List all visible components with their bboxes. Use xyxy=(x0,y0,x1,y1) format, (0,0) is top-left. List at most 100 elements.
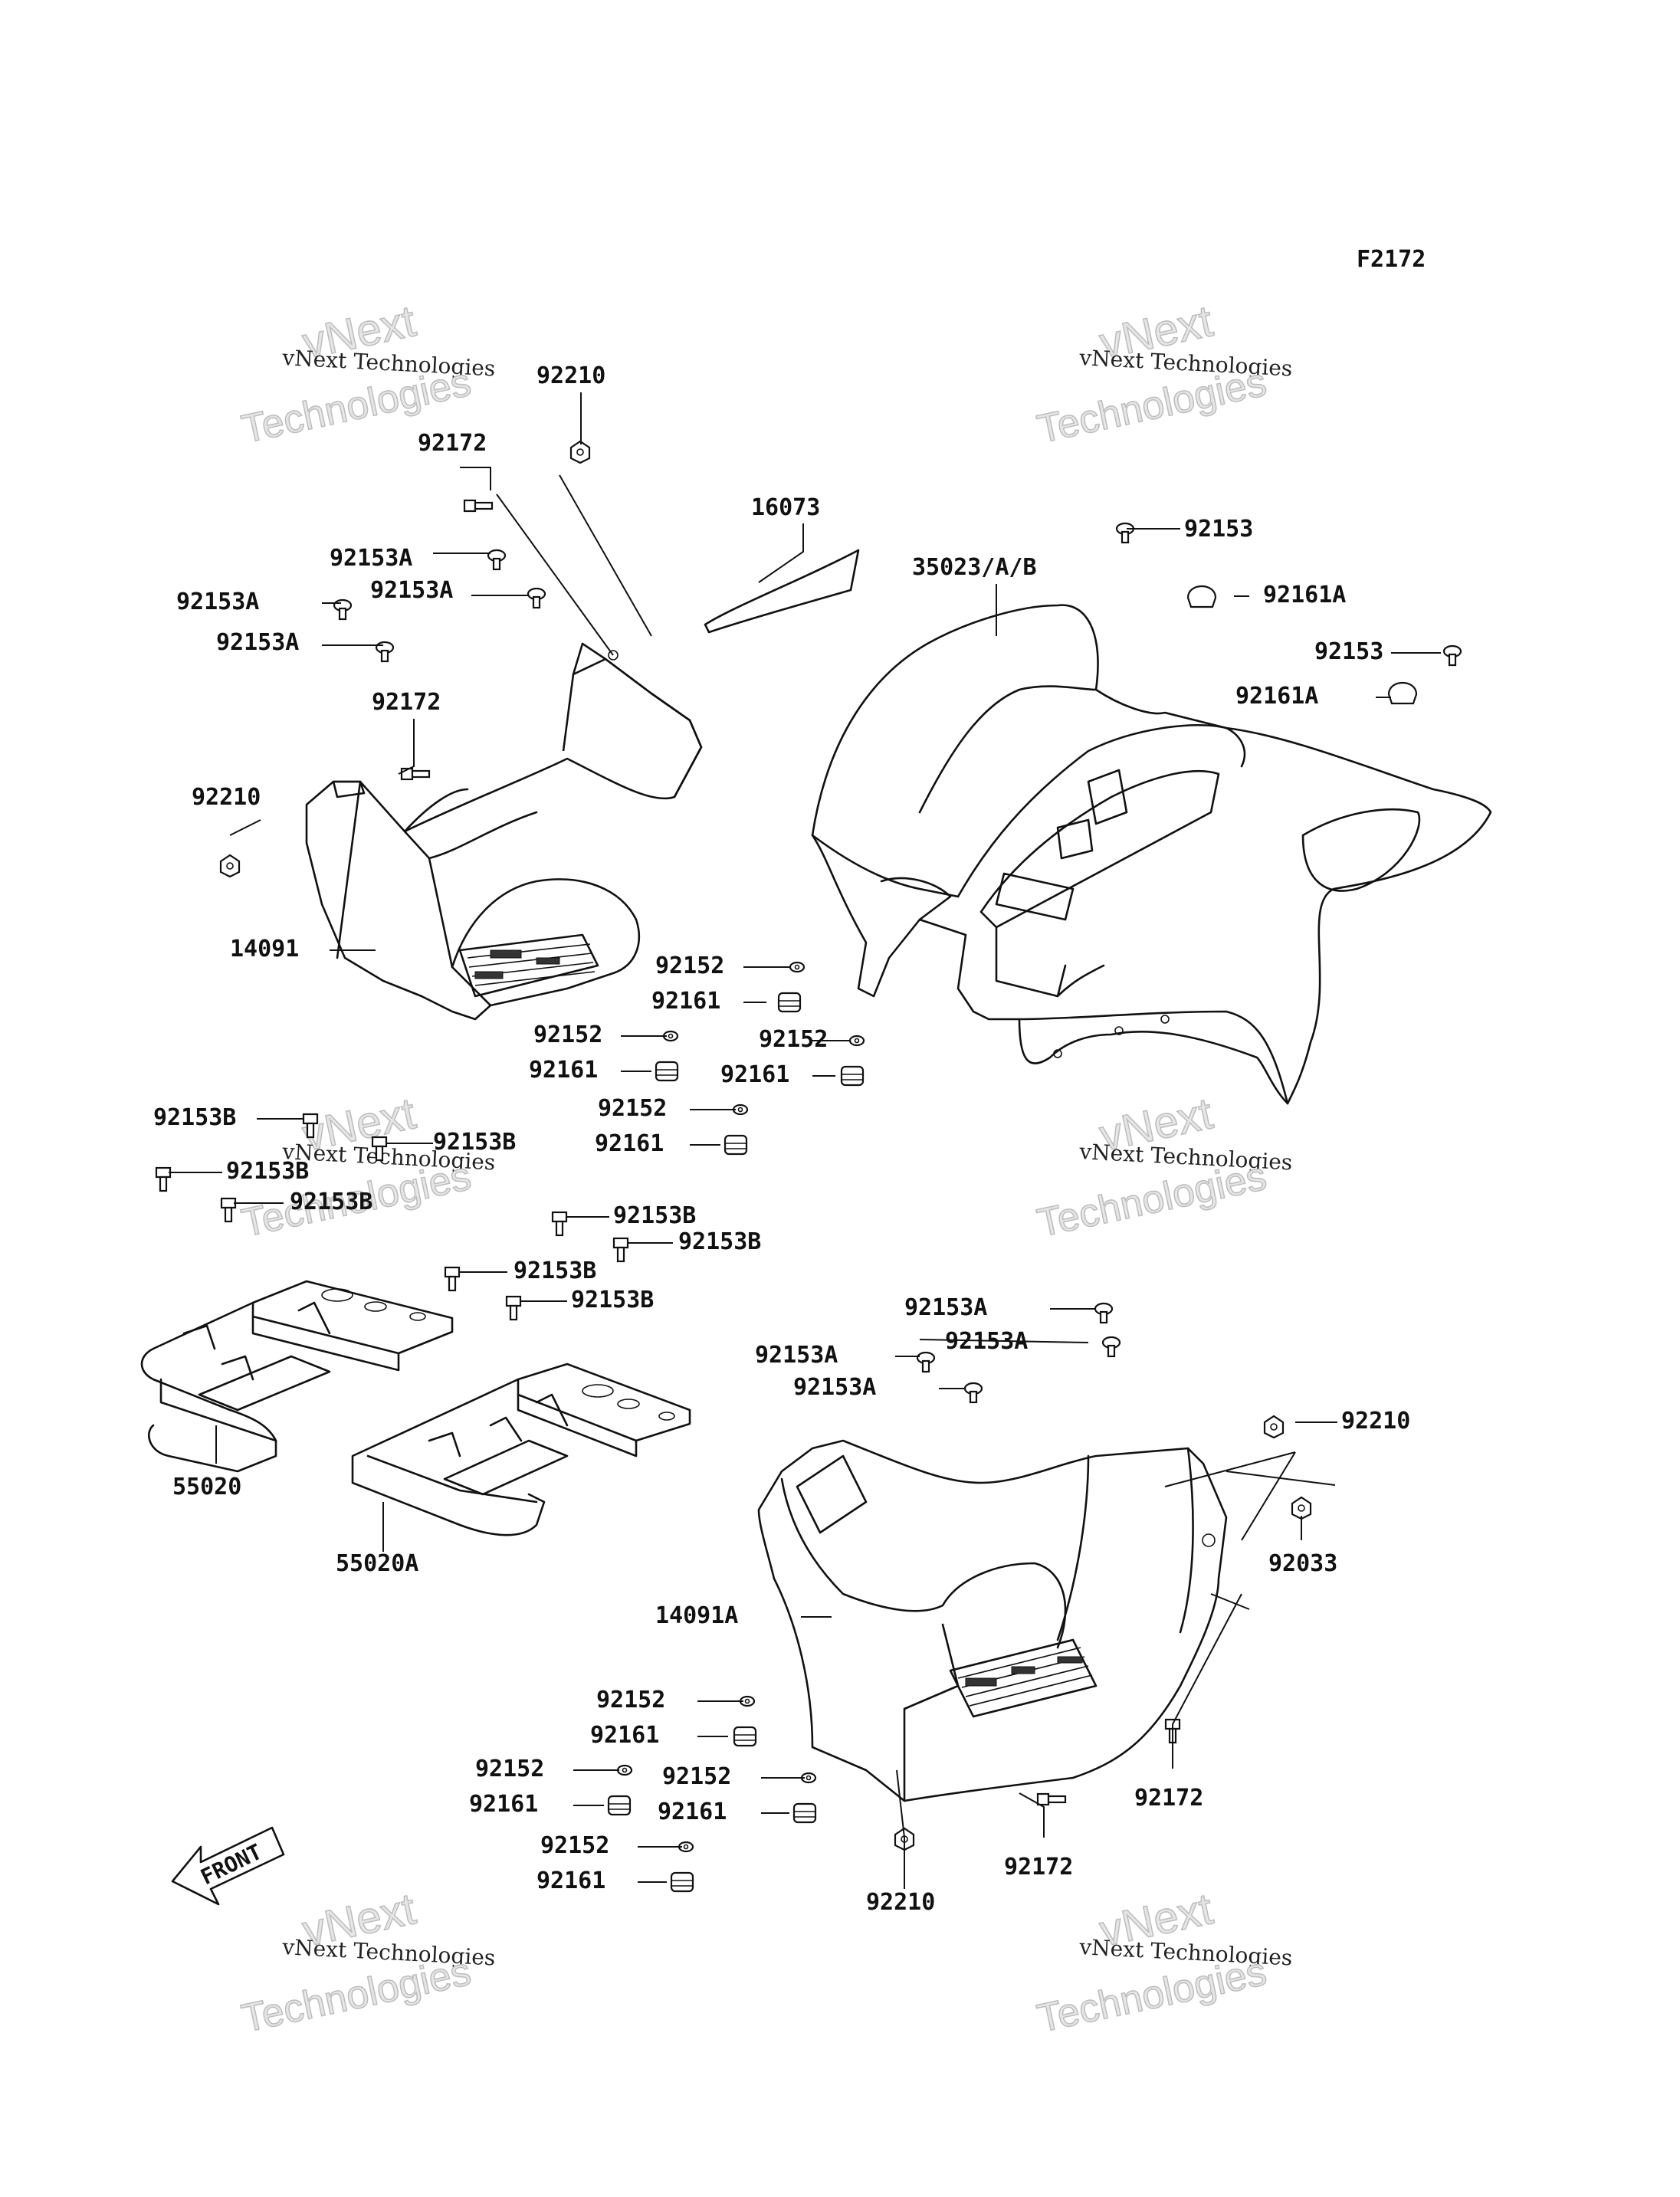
callout-label: 92161 xyxy=(651,988,720,1015)
clip-nut-icon xyxy=(1291,1496,1312,1520)
callout-label: 92172 xyxy=(1134,1785,1203,1812)
watermark: vNext vNext Technologies Technologies xyxy=(238,1884,496,2042)
collar-icon xyxy=(683,1844,689,1850)
grommet-icon xyxy=(607,1795,632,1816)
collar-icon xyxy=(744,1698,750,1704)
callout-label: 92152 xyxy=(533,1021,602,1048)
grommet-icon xyxy=(724,1134,748,1156)
callout-label: 92153A xyxy=(370,577,453,604)
callout-label: 92153B xyxy=(153,1104,236,1131)
callout-label: 92172 xyxy=(418,430,487,457)
right-front-fender-drawing xyxy=(757,1439,1228,1802)
screw-icon xyxy=(921,1359,930,1373)
bolt-icon xyxy=(474,501,494,510)
cap-icon xyxy=(1387,682,1418,705)
callout-label: 92210 xyxy=(192,784,261,811)
leader-lines xyxy=(169,392,1441,1889)
callout-label: 55020 xyxy=(172,1474,241,1500)
grommet-icon xyxy=(733,1726,757,1747)
callout-label: 55020A xyxy=(336,1550,418,1577)
callout-label: 92152 xyxy=(475,1756,544,1782)
callout-label: 92033 xyxy=(1268,1550,1337,1577)
callout-label: 92152 xyxy=(596,1687,665,1713)
bracket-55020-drawing xyxy=(140,1280,454,1473)
callout-label: 92152 xyxy=(655,953,724,979)
bolt-icon xyxy=(448,1275,457,1292)
screw-icon xyxy=(338,607,347,621)
bolt-icon xyxy=(306,1122,315,1139)
screw-icon xyxy=(532,595,541,609)
callout-label: 92153A xyxy=(945,1328,1028,1355)
bolt-icon xyxy=(375,1145,384,1162)
callout-label: 92152 xyxy=(759,1026,828,1053)
callout-label: 92152 xyxy=(662,1763,731,1790)
callout-label: 35023/A/B xyxy=(912,554,1037,581)
callout-label: 92161A xyxy=(1235,683,1318,710)
callout-label: 92153 xyxy=(1184,516,1253,543)
collar-icon xyxy=(622,1767,628,1773)
screw-icon xyxy=(492,557,501,571)
callout-label: 92152 xyxy=(540,1832,609,1859)
callout-label: 92153A xyxy=(755,1342,838,1369)
callout-label: 92153B xyxy=(226,1158,309,1185)
clip-nut-icon xyxy=(226,862,234,870)
grommet-icon xyxy=(840,1065,865,1087)
bolt-icon xyxy=(555,1220,564,1237)
bolt-icon xyxy=(612,1237,629,1249)
callout-label: 92153B xyxy=(290,1189,372,1215)
bolt-icon xyxy=(616,1246,625,1263)
collar-icon xyxy=(616,1764,633,1776)
bolt-icon xyxy=(444,1266,461,1278)
collar-icon xyxy=(806,1775,812,1781)
clip-nut-icon xyxy=(1263,1415,1285,1439)
callout-label: 92153A xyxy=(216,629,299,656)
bolt-icon xyxy=(1047,1795,1067,1804)
bolt-icon xyxy=(505,1295,522,1307)
callout-labels: 92210 92172 92153A 92153A 92153A 92153A 92172 9… xyxy=(153,362,1410,1916)
bolt-icon xyxy=(551,1211,568,1223)
callout-label: 92161 xyxy=(529,1057,598,1084)
callout-label: 92161A xyxy=(1263,582,1346,608)
callout-label: 92161 xyxy=(658,1799,727,1825)
screw-icon xyxy=(1121,530,1130,544)
footpeg-pattern xyxy=(957,1647,1093,1707)
callout-label: 92210 xyxy=(866,1889,935,1916)
clip-nut-icon xyxy=(576,448,584,456)
callout-label: 92210 xyxy=(1341,1408,1410,1435)
callout-label: 92153B xyxy=(433,1129,516,1156)
callout-label: 92161 xyxy=(469,1791,538,1818)
clip-nut-icon xyxy=(569,440,591,464)
callout-label: 92153 xyxy=(1314,638,1383,665)
callout-label: 92152 xyxy=(598,1095,667,1122)
grommet-icon xyxy=(655,1061,679,1082)
bracket-55020a-drawing xyxy=(351,1362,691,1536)
callout-label: 92161 xyxy=(590,1722,659,1749)
watermark: vNext vNext Technologies Technologies xyxy=(1033,296,1293,453)
collar-icon xyxy=(789,961,806,973)
watermark: vNext vNext Technologies Technologies xyxy=(1033,1884,1293,2042)
collar-icon xyxy=(668,1033,674,1039)
screw-icon xyxy=(969,1390,978,1404)
bolt-icon xyxy=(224,1206,233,1223)
bolt-icon xyxy=(155,1166,172,1179)
callout-label: 92161 xyxy=(595,1130,664,1157)
callout-label: 92161 xyxy=(536,1867,605,1894)
watermark: vNext vNext Technologies Technologies xyxy=(1033,1088,1293,1247)
callout-label: 92153B xyxy=(613,1202,696,1229)
callout-label: 92153A xyxy=(176,589,259,615)
bolt-icon xyxy=(371,1136,388,1148)
callout-label: 92153B xyxy=(571,1287,654,1313)
callout-label: 14091 xyxy=(230,936,299,962)
callout-label: 92172 xyxy=(372,689,441,716)
bolt-icon xyxy=(1036,1792,1050,1806)
callout-label: 92161 xyxy=(720,1061,789,1088)
callout-label: 92210 xyxy=(536,362,605,389)
bolt-icon xyxy=(411,769,431,779)
screw-icon xyxy=(1107,1344,1116,1358)
callout-label: 92153A xyxy=(793,1374,876,1401)
callout-label: 16073 xyxy=(751,494,820,521)
bolt-icon xyxy=(463,499,477,513)
callout-label: 92153B xyxy=(514,1258,596,1284)
callout-label: 92153A xyxy=(904,1294,987,1321)
